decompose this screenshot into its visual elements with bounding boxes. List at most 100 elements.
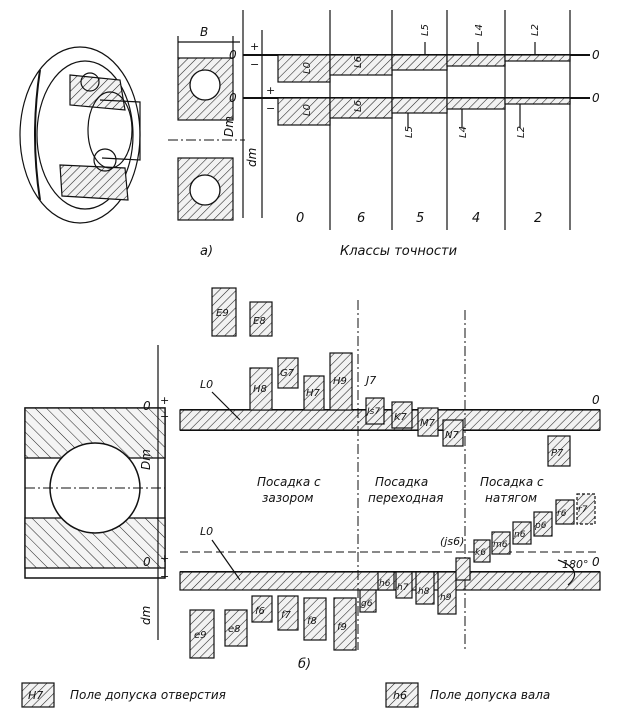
inner-zero-label: 0 [229, 91, 237, 105]
inner-zero-right: 0 [592, 91, 600, 105]
shaft-h9 [437, 571, 457, 615]
shaft-js6 [455, 557, 471, 581]
class-labels: 0 6 5 4 2 [296, 211, 542, 226]
hole-E9-label: E9 [216, 308, 229, 319]
class-2: 2 [534, 211, 542, 226]
region-interference-1: Посадка с [480, 475, 544, 489]
shaft-f7-label: f7 [281, 610, 292, 621]
region-interference-2: натягом [485, 491, 537, 505]
shaft-r6 [555, 499, 575, 525]
bottom-outer-minus: − [160, 410, 169, 423]
shaft-r7-label: r7 [578, 505, 588, 515]
shaft-f7 [277, 595, 299, 631]
outer-label-L0: L0 [302, 62, 313, 74]
shaft-m6 [491, 531, 511, 555]
class-6: 6 [357, 211, 365, 226]
outer-bar-L0 [277, 54, 331, 83]
shaft-n6-label: n6 [514, 530, 526, 540]
hole-M7-label: M7 [420, 418, 436, 429]
hole-P7-label: P7 [551, 448, 564, 459]
sub-label-a: а) [200, 244, 213, 259]
hole-N7 [442, 419, 464, 447]
bottom-inner-zero: 0 [143, 555, 151, 569]
shaft-h7 [395, 571, 413, 599]
hole-N7-label: N7 [445, 430, 459, 441]
L0-inner-label: L0 [200, 525, 213, 538]
legend: H7 Поле допуска отверстия h6 Поле допуск… [21, 682, 550, 708]
outer-plus: + [250, 40, 259, 53]
outer-label-L6: L6 [353, 56, 364, 68]
inner-label-L5: L5 [404, 126, 415, 138]
outer-zero-label: 0 [229, 48, 237, 62]
legend-hole-sample: H7 [28, 689, 43, 702]
legend-hole-text: Поле допуска отверстия [70, 688, 226, 702]
class-0: 0 [296, 211, 304, 226]
hole-H8-label: H8 [253, 384, 267, 395]
shaft-f9 [333, 597, 357, 651]
inner-minus: − [266, 102, 275, 115]
shaft-e9 [189, 609, 215, 659]
outer-zero-right: 0 [592, 48, 600, 62]
outer-label-L2: L2 [530, 24, 541, 36]
outer-label-L4: L4 [474, 24, 485, 36]
class-columns [329, 10, 571, 230]
outer-minus: − [250, 58, 259, 71]
shaft-k6-label: k6 [475, 548, 486, 558]
inner-bar-L2 [504, 97, 571, 105]
sub-label-b: б) [298, 657, 311, 672]
shaft-e9-label: e9 [194, 630, 207, 641]
hole-fields: E9 E8 H8 G7 H7 H9 J7 Js7 K7 M7 N7 P7 [211, 287, 571, 467]
shaft-f8 [303, 597, 327, 641]
shaft-r6-label: r6 [557, 509, 567, 519]
shaft-f6-label: f6 [255, 606, 265, 617]
hole-Js7 [365, 397, 385, 425]
angle-annotation: 180° [557, 558, 589, 586]
shaft-f8-label: f8 [307, 616, 317, 627]
hole-K7 [391, 401, 413, 429]
shaft-e8-label: e8 [228, 624, 241, 635]
region-labels: Посадка с зазором Посадка переходная Пос… [257, 475, 544, 505]
angle-label: 180° [562, 558, 589, 571]
shaft-h7-label: h7 [397, 583, 409, 593]
Dm-label: Dm [222, 116, 236, 137]
outer-label-L5: L5 [420, 24, 431, 36]
hole-G7-label: G7 [280, 368, 295, 379]
hole-E9 [211, 287, 237, 337]
shaft-f6 [251, 595, 273, 623]
shaft-fields: e9 e8 f6 f7 f8 f9 g6 h6 h7 h8 h9 (js6) k… [189, 493, 596, 659]
shaft-e8 [224, 609, 248, 647]
bottom-axes: 0 + − 0 + − 0 0 Dm dm L0 L0 [139, 345, 601, 640]
hole-K7-label: K7 [394, 412, 408, 423]
outer-bar-L2 [504, 54, 571, 62]
hole-Js7-label: Js7 [365, 407, 380, 417]
shaft-h9-label: h9 [440, 593, 452, 603]
inner-bar-L5 [391, 97, 448, 114]
shaft-g6 [359, 589, 377, 613]
shaft-r7 [576, 493, 596, 525]
inner-label-L6: L6 [353, 100, 364, 112]
js6-label: (js6) [440, 535, 464, 548]
hole-H9 [329, 352, 353, 411]
shaft-g6-label: g6 [361, 599, 373, 609]
region-transition-1: Посадка [375, 475, 428, 489]
bottom-outer-zero: 0 [143, 399, 151, 413]
region-dividers [357, 300, 466, 650]
outer-bar-L5 [391, 54, 448, 71]
region-clearance-1: Посадка с [257, 475, 321, 489]
hole-J7-label: J7 [364, 374, 376, 387]
bottom-Dm-label: Dm [139, 449, 153, 470]
region-clearance-2: зазором [262, 491, 313, 505]
bottom-inner-plus: + [160, 552, 169, 565]
shaft-p6-label: p6 [534, 521, 547, 531]
bearing-cross-section-bottom [24, 407, 166, 579]
shaft-m6-label: m6 [493, 540, 508, 550]
inner-label-L0: L0 [302, 104, 313, 116]
outer-bar-L4 [446, 54, 506, 67]
inner-tolerance-bars: L0 L6 L5 L4 L2 [277, 97, 571, 138]
class-5: 5 [416, 211, 424, 226]
bottom-zero-right: 0 [592, 393, 600, 407]
shaft-k6 [473, 539, 491, 563]
shaft-h6-label: h6 [379, 579, 391, 589]
inner-plus: + [266, 84, 275, 97]
inner-bar-L0 [277, 97, 331, 126]
